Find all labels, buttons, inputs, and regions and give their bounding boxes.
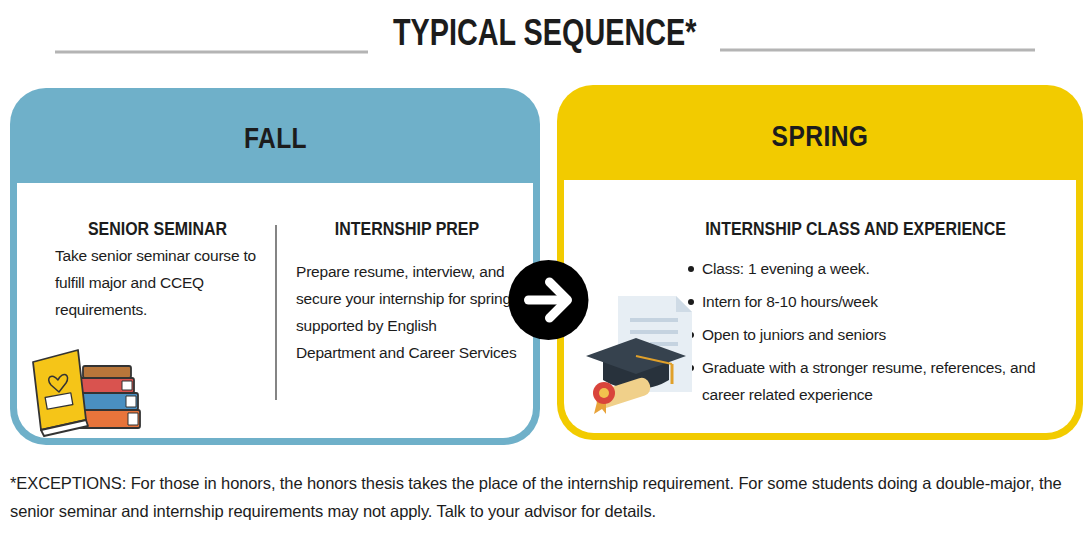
connector-line [540, 297, 557, 303]
bullet-dot [688, 365, 694, 371]
bullet-text: Class: 1 evening a week. [702, 260, 870, 277]
title-wrap: TYPICAL SEQUENCE* [0, 12, 1090, 54]
column-divider [275, 225, 276, 400]
books-illustration [33, 350, 140, 436]
panel-heading: FALL [243, 121, 306, 155]
fall-panel: FALL SENIOR SEMINARTake senior seminar co… [10, 88, 540, 445]
arrow-shaft [529, 296, 565, 305]
section-heading: INTERNSHIP PREP [314, 218, 500, 240]
panel-heading-wrap: FALL [10, 121, 540, 155]
prep-column: INTERNSHIP PREP Prepare resume, interview… [296, 218, 518, 366]
section-body: Take senior seminar course to fulfill ma… [55, 242, 260, 323]
diagram-title: TYPICAL SEQUENCE* [393, 12, 697, 54]
bullet-dot [688, 332, 694, 338]
bullet-dot [688, 266, 694, 272]
flow-arrow [509, 260, 589, 340]
footnote: *EXCEPTIONS: For those in honors, the ho… [10, 469, 1088, 525]
title-rule [55, 51, 368, 54]
bullet-row: Graduate with a stronger resume, referen… [685, 354, 1061, 408]
section-heading: INTERNSHIP CLASS AND EXPERIENCE [683, 218, 1028, 240]
seminar-column: SENIOR SEMINARTake senior seminar course… [55, 218, 260, 323]
bullet-row: Class: 1 evening a week. [685, 255, 1061, 282]
bullet-row: Intern for 8-10 hours/week [685, 288, 1061, 315]
graduation-illustration [586, 296, 692, 414]
bullet-text: Graduate with a stronger resume, referen… [702, 359, 1035, 403]
title-rule [720, 49, 1035, 52]
spring-panel: SPRING INTERNSHIP CLASS AND EXPERIENCE Cla… [557, 85, 1083, 440]
internship-list: INTERNSHIP CLASS AND EXPERIENCE Class: 1 … [685, 218, 1061, 408]
section-heading: SENIOR SEMINAR [71, 218, 243, 240]
panel-heading: SPRING [772, 119, 869, 153]
arrow-head [550, 282, 568, 318]
panel-heading-wrap: SPRING [557, 119, 1083, 153]
bullet-row: Open to juniors and seniors [685, 321, 1061, 348]
bullet-dot [688, 299, 694, 305]
arrow-disc [509, 260, 589, 340]
section-body: Prepare resume, interview, and secure yo… [296, 258, 518, 366]
bullet-text: Intern for 8-10 hours/week [702, 293, 878, 310]
bullet-text: Open to juniors and seniors [702, 326, 886, 343]
